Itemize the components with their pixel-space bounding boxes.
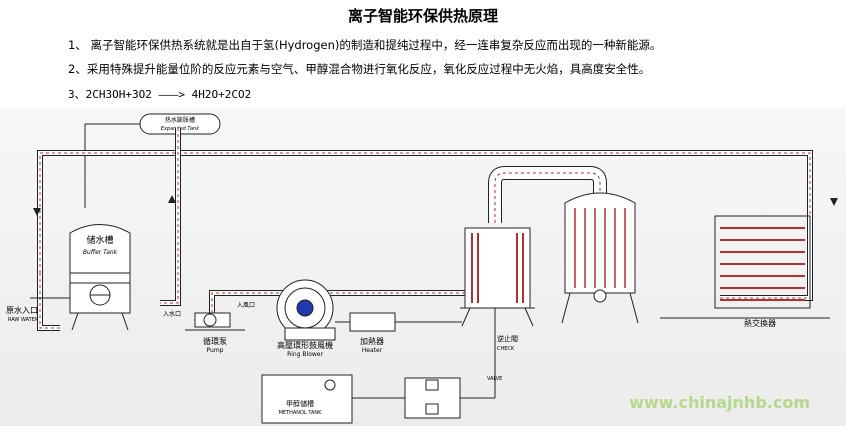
heater-en: Heater <box>362 347 383 354</box>
diagram-svg: 热水膨胀槽 Expanded Tank 储水槽 <box>6 113 838 424</box>
methanol-tank: 甲醇儲槽 METHANOL TANK <box>261 374 353 424</box>
valve-en: VALVE <box>487 376 502 382</box>
expanded-tank-cn: 热水膨胀槽 <box>165 116 195 124</box>
watermark: www.chinajnhb.com <box>629 393 810 412</box>
methanol-dosing <box>352 377 495 419</box>
reaction-equation: 3、2CH3OH+3O2 ———> 4H2O+2CO2 <box>68 88 252 101</box>
heat-exchanger-label: 熱交換器 <box>744 318 776 328</box>
buffer-tank: 储水槽 Buffer Tank <box>69 224 131 331</box>
system-diagram: 热水膨胀槽 Expanded Tank 储水槽 <box>0 108 846 426</box>
expanded-tank: 热水膨胀槽 Expanded Tank <box>84 113 221 208</box>
exchanger-column <box>561 192 639 324</box>
coil-heat-exchanger <box>714 215 811 309</box>
buffer-tank-cn: 储水槽 <box>86 234 113 246</box>
methanol-en: METHANOL TANK <box>279 410 323 416</box>
ring-blower: 入風口 高壓環形鼓風機 Ring Blower <box>237 279 336 358</box>
reactor-column <box>460 227 535 327</box>
blower-en: Ring Blower <box>287 351 323 358</box>
check-cn: 逆止閥 <box>497 334 518 343</box>
check-en: CHECK <box>497 346 515 352</box>
hot-pipe-loop <box>37 128 813 331</box>
principle-line-2: 2、采用特殊提升能量位阶的反应元素与空气、甲醇混合物进行氧化反应，氧化反应过程中… <box>68 62 651 76</box>
circulation-pump: 循環泵 Pump <box>185 312 245 354</box>
flow-arrows <box>33 195 838 216</box>
raw-water-en: RAW WATER <box>8 317 39 323</box>
pump-en: Pump <box>207 347 224 354</box>
check-valve: 逆止閥 CHECK VALVE <box>487 308 518 398</box>
water-inlet-label: 入水口 <box>163 310 181 318</box>
air-inlet-label: 入風口 <box>237 302 255 309</box>
heater: 加熱器 Heater <box>335 312 462 354</box>
raw-water-cn: 原水入口 <box>6 305 38 315</box>
principle-line-1: 1、 离子智能环保供热系统就是出自于氢(Hydrogen)的制造和提纯过程中，经… <box>68 38 662 52</box>
blower-cn: 高壓環形鼓風機 <box>277 340 333 350</box>
methanol-cn: 甲醇儲槽 <box>286 399 314 408</box>
page-title: 离子智能环保供热原理 <box>347 7 498 25</box>
raw-water-inlet: 原水入口 RAW WATER 入水口 <box>6 297 181 323</box>
heater-cn: 加熱器 <box>360 336 384 346</box>
buffer-tank-en: Buffer Tank <box>83 249 118 256</box>
pump-cn: 循環泵 <box>203 336 227 346</box>
